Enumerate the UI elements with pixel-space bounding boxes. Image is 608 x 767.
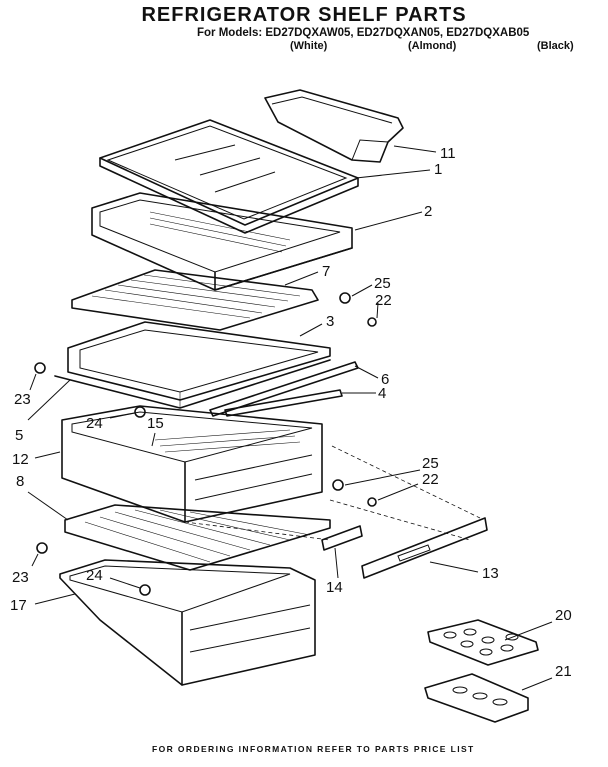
variant-black: (Black) xyxy=(537,40,574,52)
ordering-note: FOR ORDERING INFORMATION REFER TO PARTS … xyxy=(152,744,475,754)
part-17-drawer xyxy=(59,559,316,686)
assembly-lines xyxy=(184,445,481,541)
callout-8: 8 xyxy=(16,473,24,490)
callout-2: 2 xyxy=(424,203,432,220)
callout-7: 7 xyxy=(322,263,330,280)
callout-24-lower: 24 xyxy=(86,567,103,584)
variant-almond: (Almond) xyxy=(408,40,457,52)
callout-22-lower: 22 xyxy=(422,471,439,488)
callout-25: 25 xyxy=(374,275,391,292)
part-7-grid-shelf xyxy=(71,269,319,331)
fasteners xyxy=(34,292,377,596)
callout-4: 4 xyxy=(378,385,386,402)
callout-21: 21 xyxy=(555,663,572,680)
part-4-rail xyxy=(224,389,343,417)
callout-17: 17 xyxy=(10,597,27,614)
callout-3: 3 xyxy=(326,313,334,330)
callout-14: 14 xyxy=(326,579,343,596)
page-title: REFRIGERATOR SHELF PARTS xyxy=(141,4,467,26)
part-14-bracket xyxy=(321,525,363,551)
part-12-drawer xyxy=(61,405,323,523)
callout-23-upper: 23 xyxy=(14,391,31,408)
callout-20: 20 xyxy=(555,607,572,624)
callout-6: 6 xyxy=(381,371,389,388)
callout-12: 12 xyxy=(12,451,29,468)
callout-11: 11 xyxy=(440,145,456,162)
callout-13: 13 xyxy=(482,565,499,582)
callout-22: 22 xyxy=(375,292,392,309)
part-20-egg-tray xyxy=(427,619,539,666)
callout-25-lower: 25 xyxy=(422,455,439,472)
part-3-shelf-frame xyxy=(54,321,331,409)
model-list: For Models: ED27DQXAW05, ED27DQXAN05, ED… xyxy=(197,27,530,39)
part-13-bracket xyxy=(361,517,488,579)
part-1-glass-shelf xyxy=(99,119,359,234)
callout-5: 5 xyxy=(15,427,23,444)
callout-1: 1 xyxy=(434,161,442,178)
callout-15: 15 xyxy=(147,415,164,432)
leader-lines xyxy=(27,145,553,691)
callout-24-upper: 24 xyxy=(86,415,103,432)
callout-23-lower: 23 xyxy=(12,569,29,586)
part-2-tray xyxy=(91,192,353,291)
part-8-grid-shelf xyxy=(64,504,331,571)
variant-white: (White) xyxy=(290,40,328,52)
part-21-egg-tray-base xyxy=(424,673,529,723)
part-11-bin xyxy=(264,89,404,163)
